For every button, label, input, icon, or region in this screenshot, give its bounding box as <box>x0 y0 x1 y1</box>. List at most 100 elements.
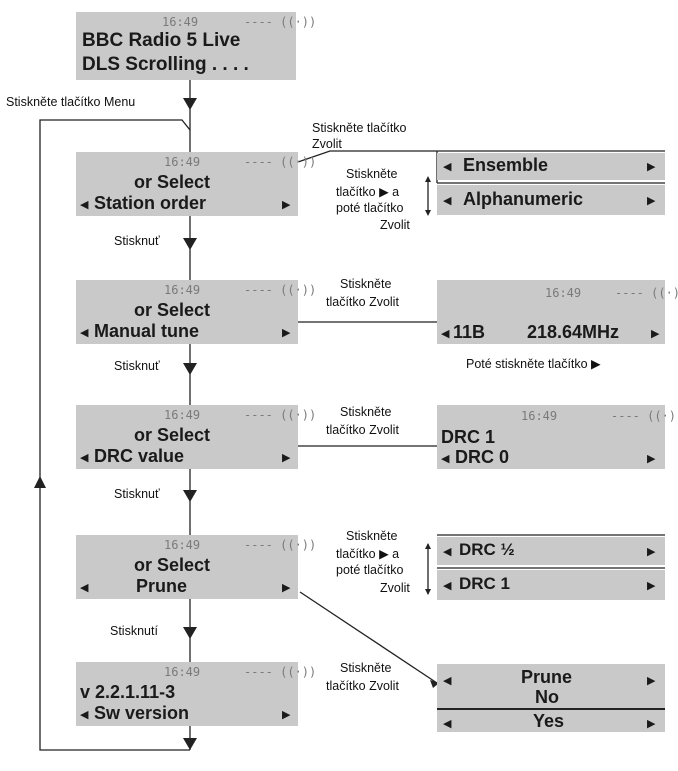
label-press-select-c2: tlačítko Zvolit <box>326 423 399 437</box>
label-press-4: Stisknutí <box>110 624 158 638</box>
arrow-left-icon: ◀ <box>441 328 450 340</box>
prune-result-no: No <box>535 687 559 707</box>
arrow-left-icon: ◀ <box>443 675 452 687</box>
time-readout: 16:49 <box>164 538 201 552</box>
lcd-sw-version: 16:49 ---- ((·)) v 2.2.1.11-3 ◀ Sw versi… <box>76 662 316 726</box>
option-alphanumeric-label: Alphanumeric <box>463 189 584 209</box>
label-press-select-d2: tlačítko Zvolit <box>326 679 399 693</box>
lcd-sw-line2: Sw version <box>94 703 190 723</box>
signal-icon: ---- ((·)) <box>244 283 317 297</box>
time-readout: 16:49 <box>164 408 201 422</box>
lcd-prune-line2: Prune <box>136 576 188 596</box>
label-then-press-arrow: Poté stiskněte tlačítko ▶ <box>466 357 601 371</box>
time-readout: 16:49 <box>164 155 201 169</box>
arrow-right-icon: ▶ <box>647 161 656 173</box>
signal-icon: ---- ((·)) <box>244 665 317 679</box>
arrow-right-icon: ▶ <box>282 709 291 721</box>
arrow-left-icon: ◀ <box>443 161 452 173</box>
label-press-select-d1: Stiskněte <box>340 661 392 675</box>
time-readout: 16:49 <box>545 286 582 300</box>
option-ensemble-label: Ensemble <box>463 155 549 175</box>
arrow-left-icon: ◀ <box>80 452 89 464</box>
label-press-select-b1: Stiskněte <box>340 277 392 291</box>
lcd-main: 16:49 ---- ((·)) BBC Radio 5 Live DLS Sc… <box>76 12 316 80</box>
signal-icon: ---- ((·)) <box>244 15 317 29</box>
lcd-sw-line1: v 2.2.1.11-3 <box>80 682 176 702</box>
lcd-drc-value: 16:49 ---- ((·)) or Select ◀ DRC value ▶ <box>76 405 316 469</box>
label-press-1: Stisknuť <box>114 234 160 248</box>
arrow-left-icon: ◀ <box>443 718 452 730</box>
arrow-left-icon: ◀ <box>443 580 452 592</box>
lcd-option-ensemble: ◀ Ensemble ▶ <box>437 153 665 180</box>
label-arrow-then-a3: poté tlačítko <box>336 201 404 215</box>
arrow-right-icon: ▶ <box>282 452 291 464</box>
label-press-select-a2: Zvolit <box>312 137 342 151</box>
signal-icon: ---- ((·)) <box>244 538 317 552</box>
signal-icon: ---- ((·)) <box>615 286 678 300</box>
arrow-right-icon: ▶ <box>282 199 291 211</box>
arrow-left-icon: ◀ <box>441 453 450 465</box>
lcd-main-line1: BBC Radio 5 Live <box>82 30 241 51</box>
label-press-select-c1: Stiskněte <box>340 405 392 419</box>
prune-result-title: Prune <box>521 667 573 687</box>
arrow-right-icon: ▶ <box>282 582 291 594</box>
lcd-main-line2: DLS Scrolling . . . . <box>82 54 249 75</box>
arrow-right-icon: ▶ <box>647 580 656 592</box>
lcd-station-line1: or Select <box>134 172 211 192</box>
lcd-option-drc-half: ◀ DRC ½ ▶ <box>437 537 665 565</box>
lcd-drc-line2: DRC value <box>94 446 185 466</box>
arrow-right-icon: ▶ <box>647 195 656 207</box>
lcd-prune: 16:49 ---- ((·)) or Select ◀ Prune ▶ <box>76 535 316 599</box>
signal-icon: ---- ((·)) <box>244 155 317 169</box>
option-drc-one-label: DRC 1 <box>459 574 511 593</box>
prune-divider <box>437 708 665 710</box>
lcd-drc-line1: or Select <box>134 425 211 445</box>
lcd-prune-result: ◀ Prune ▶ No ◀ Yes ▶ <box>437 664 665 732</box>
lcd-option-alphanumeric: ◀ Alphanumeric ▶ <box>437 185 665 215</box>
label-press-3: Stisknuť <box>114 487 160 501</box>
label-press-select-b2: tlačítko Zvolit <box>326 295 399 309</box>
option-drc-half-label: DRC ½ <box>459 540 515 559</box>
tune-channel: 11B <box>453 322 486 342</box>
label-arrow-then-a1: Stiskněte <box>346 167 398 181</box>
label-press-2: Stisknuť <box>114 359 160 373</box>
lcd-prune-line1: or Select <box>134 555 211 575</box>
arrow-left-icon: ◀ <box>80 327 89 339</box>
lcd-tune-result: 16:49 ---- ((·)) ◀ 11B 218.64MHz ▶ <box>437 280 678 344</box>
label-arrow-then-b2: tlačítko ▶ a <box>336 547 400 561</box>
arrow-right-icon: ▶ <box>647 718 656 730</box>
label-arrow-then-a2: tlačítko ▶ a <box>336 185 400 199</box>
label-arrow-then-b4: Zvolit <box>380 581 410 595</box>
lcd-station-order: 16:49 ---- ((·)) or Select ◀ Station ord… <box>76 152 316 216</box>
lcd-drc-result: 16:49 ---- ((·)) DRC 1 ◀ DRC 0 ▶ <box>437 405 678 469</box>
lcd-manual-line1: or Select <box>134 300 211 320</box>
label-arrow-then-b1: Stiskněte <box>346 529 398 543</box>
lcd-option-drc-one: ◀ DRC 1 ▶ <box>437 570 665 600</box>
arrow-left-icon: ◀ <box>80 582 89 594</box>
arrow-left-icon: ◀ <box>443 195 452 207</box>
lcd-station-line2: Station order <box>94 193 207 213</box>
lcd-manual-line2: Manual tune <box>94 321 200 341</box>
arrow-right-icon: ▶ <box>651 328 660 340</box>
tune-frequency: 218.64MHz <box>527 322 620 342</box>
arrow-left-icon: ◀ <box>80 199 89 211</box>
arrow-right-icon: ▶ <box>647 675 656 687</box>
time-readout: 16:49 <box>164 665 201 679</box>
time-readout: 16:49 <box>521 409 558 423</box>
arrow-left-icon: ◀ <box>80 709 89 721</box>
label-press-menu: Stiskněte tlačítko Menu <box>6 95 136 109</box>
label-arrow-then-b3: poté tlačítko <box>336 563 404 577</box>
prune-result-yes: Yes <box>533 711 565 731</box>
arrow-right-icon: ▶ <box>282 327 291 339</box>
arrow-right-icon: ▶ <box>647 546 656 558</box>
signal-icon: ---- ((·)) <box>611 409 678 423</box>
time-readout: 16:49 <box>162 15 199 29</box>
label-arrow-then-a4: Zvolit <box>380 218 410 232</box>
drc-result-line1: DRC 1 <box>441 427 496 447</box>
label-press-select-a1: Stiskněte tlačítko <box>312 121 407 135</box>
time-readout: 16:49 <box>164 283 201 297</box>
lcd-manual-tune: 16:49 ---- ((·)) or Select ◀ Manual tune… <box>76 280 316 344</box>
drc-result-line2: DRC 0 <box>455 447 510 467</box>
signal-icon: ---- ((·)) <box>244 408 317 422</box>
